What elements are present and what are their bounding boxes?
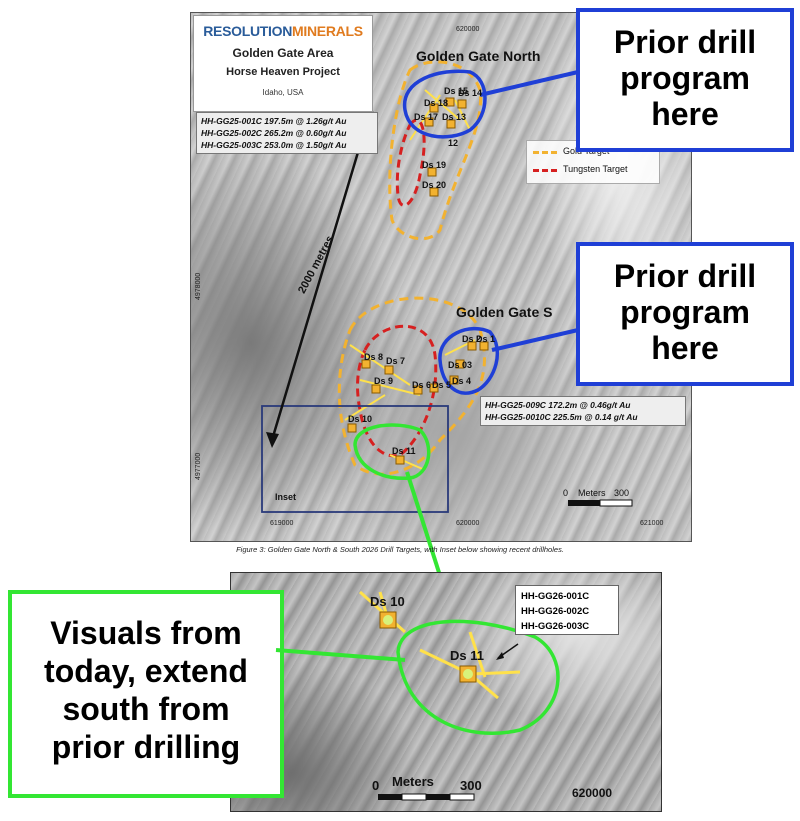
inset-label: Inset [275, 492, 297, 502]
inset-site-ds11-dot [463, 669, 473, 679]
scale-max: 300 [614, 488, 630, 498]
callout-line: south from [62, 691, 230, 727]
site-label: Ds 8 [364, 352, 384, 362]
legend-gold-swatch [533, 151, 557, 154]
site-label: Ds 15 [444, 86, 469, 96]
inset-scale-max: 300 [460, 778, 482, 793]
logo-panel: RESOLUTIONMINERALS Golden Gate Area Hors… [193, 15, 373, 112]
inset-hole-1: HH-GG26-001C [521, 591, 590, 602]
site-label: Ds 11 [392, 446, 416, 456]
site-markers [347, 97, 489, 465]
site-label: Ds 18 [424, 98, 449, 108]
grid-easting-1: 619000 [270, 520, 294, 527]
site-label: Ds 7 [386, 356, 406, 366]
inset-holes-box: HH-GG26-001C HH-GG26-002C HH-GG26-003C [515, 585, 619, 635]
grid-easting-2: 620000 [456, 520, 480, 527]
inset-site-ds10-dot [383, 615, 393, 625]
south-area-title: Golden Gate S [456, 304, 553, 320]
north-hole-1: HH-GG25-001C 197.5m @ 1.26g/t Au [201, 116, 347, 126]
site-label: Ds 6 [412, 380, 432, 390]
project-name: Horse Heaven Project [226, 66, 340, 78]
site-label: Ds 4 [452, 376, 472, 386]
site-label: Ds 2 [462, 334, 482, 344]
inset-scale-white-2 [449, 793, 475, 801]
inset-easting: 620000 [572, 786, 613, 800]
callout-line: Prior drill [613, 24, 757, 60]
callout-line: here [651, 330, 719, 366]
callout-prior-drill-2: Prior drill program here [576, 242, 794, 386]
south-hole-2: HH-GG25-0010C 225.5m @ 0.14 g/t Au [485, 412, 638, 422]
figure-caption: Figure 3: Golden Gate North & South 2026… [236, 545, 564, 554]
region-label: Idaho, USA [262, 88, 304, 97]
inset-scale-black-1 [378, 794, 402, 800]
grid-easting-top: 620000 [456, 26, 480, 33]
site-label: Ds 10 [348, 414, 373, 424]
inset-scale-black-2 [426, 794, 450, 800]
legend-tungsten-swatch [533, 169, 557, 172]
tungsten-target-north [395, 118, 426, 207]
inset-rectangle [261, 405, 449, 513]
inset-hole-3: HH-GG26-003C [521, 621, 590, 632]
inset-scale-zero: 0 [372, 778, 380, 793]
callout-line: Prior drill [613, 258, 757, 294]
callout-line: today, extend [44, 653, 248, 689]
callout-connector-1 [479, 70, 579, 97]
scale-bar-top [568, 499, 633, 507]
callout-prior-drill-1: Prior drill program here [576, 8, 794, 152]
callout-line: prior drilling [51, 729, 241, 765]
site-label: Ds 19 [422, 160, 447, 170]
north-hole-2: HH-GG25-002C 265.2m @ 0.60g/t Au [201, 128, 347, 138]
site-label: Ds 03 [448, 360, 473, 370]
inset-site-ds11-label: Ds 11 [450, 648, 484, 663]
scale-title: Meters [578, 488, 606, 498]
callout-connector-2 [491, 328, 579, 352]
gold-target-north [388, 60, 483, 241]
south-hole-1: HH-GG25-009C 172.2m @ 0.46g/t Au [485, 400, 631, 410]
inset-site-ds10-label: Ds 10 [370, 594, 405, 609]
callout-line: program [620, 294, 750, 330]
site-label: Ds 17 [414, 112, 439, 122]
company-logo: RESOLUTIONMINERALS [203, 23, 363, 39]
site-label: Ds 5 [432, 380, 452, 390]
visuals-circle-top [353, 423, 431, 480]
callout-line: program [620, 60, 750, 96]
area-title: Golden Gate Area [232, 46, 334, 60]
gold-target-south [337, 296, 486, 476]
callout-line: Visuals from [50, 615, 242, 651]
tungsten-target-south [356, 324, 438, 458]
grid-easting-3: 621000 [640, 520, 664, 527]
site-label: Ds 9 [374, 376, 394, 386]
north-holes-box: HH-GG25-001C 197.5m @ 1.26g/t Au HH-GG25… [196, 112, 378, 154]
south-holes-box: HH-GG25-009C 172.2m @ 0.46g/t Au HH-GG25… [480, 396, 686, 426]
callout-visuals: Visuals from today, extend south from pr… [8, 590, 284, 798]
grid-northing-2: 4978000 [195, 272, 202, 300]
site-label: Ds 13 [442, 112, 467, 122]
callout-line: here [651, 96, 719, 132]
inset-overlay-svg [359, 590, 560, 801]
legend-tungsten-label: Tungsten Target [563, 164, 628, 174]
inset-hole-2: HH-GG26-002C [521, 606, 590, 617]
inset-pointer-head [496, 652, 504, 660]
site-label: Ds 1 [476, 334, 496, 344]
inset-scale-title: Meters [392, 774, 434, 789]
north-area-title: Golden Gate North [416, 48, 541, 64]
prior-drill-circle-south [438, 326, 500, 395]
site-label: Ds 20 [422, 180, 447, 190]
visuals-circle-inset [396, 619, 560, 735]
grid-northing-1: 4977000 [195, 452, 202, 480]
scale-zero: 0 [563, 488, 569, 498]
distance-arrow [270, 111, 372, 441]
north-hole-3: HH-GG25-003C 253.0m @ 1.50g/t Au [201, 140, 347, 150]
distance-arrow-head-bottom [266, 432, 279, 448]
inset-scale-white-1 [401, 793, 427, 801]
site-label: Ds 14 [458, 88, 483, 98]
site-label: 12 [448, 138, 459, 148]
